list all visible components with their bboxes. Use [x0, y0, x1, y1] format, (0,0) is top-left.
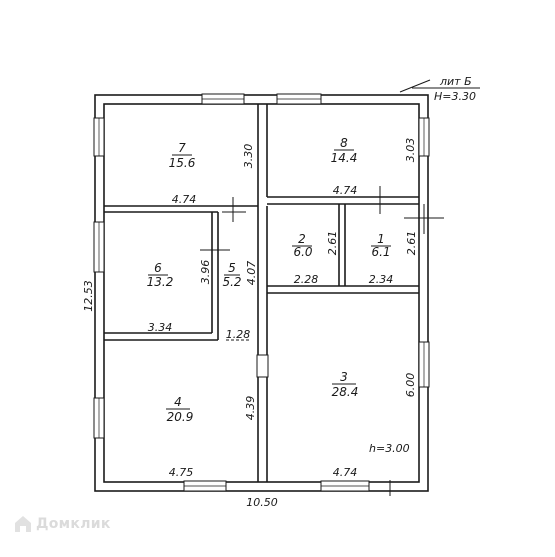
- room-1-number: 1: [377, 232, 385, 246]
- domclick-logo-text: Домклик: [36, 516, 111, 532]
- dim-r2-height: 2.61: [326, 231, 339, 256]
- room-4-number: 4: [174, 395, 182, 409]
- room-7-number: 7: [178, 141, 186, 155]
- dim-r3-width: 4.74: [333, 466, 358, 479]
- room-5-area: 5.2: [222, 275, 241, 289]
- dim-r3-height: 6.00: [404, 373, 417, 398]
- room-5-number: 5: [228, 261, 236, 275]
- dim-total-width: 10.50: [246, 496, 278, 509]
- section-markers: [200, 186, 444, 496]
- dim-r8-width: 4.74: [333, 184, 358, 197]
- header-leader-line: [399, 79, 431, 93]
- header-block: лит Б Н=3.30: [399, 75, 480, 103]
- room-8-number: 8: [340, 136, 348, 150]
- window-glazing: [98, 98, 425, 487]
- room-4-area: 20.9: [167, 410, 194, 424]
- room-1-area: 6.1: [371, 245, 390, 259]
- room-6-area: 13.2: [147, 275, 174, 289]
- room-labels: 7 15.6 8 14.4 6 13.2 5 5.2 2 6.0 1 6.1 4…: [147, 136, 391, 424]
- ceiling-height-label: h=3.00: [369, 442, 410, 455]
- door-hall-4-3: [256, 354, 269, 378]
- dim-total-height: 12.53: [82, 280, 95, 312]
- dim-r6-height: 3.96: [199, 260, 212, 285]
- interior-walls: [104, 104, 419, 482]
- dim-r4-height: 4.39: [244, 396, 257, 421]
- dim-r7-height: 3.30: [242, 144, 255, 169]
- room-6-number: 6: [154, 261, 162, 275]
- outer-wall-line: [94, 94, 429, 492]
- dim-r1-height: 2.61: [405, 231, 418, 256]
- dim-r5-height: 4.07: [245, 261, 258, 286]
- doors: [256, 354, 269, 378]
- dim-r6-width: 3.34: [148, 321, 173, 334]
- dim-r8-height: 3.03: [404, 138, 417, 163]
- room-3-area: 28.4: [332, 385, 359, 399]
- domclick-logo-icon: [15, 516, 31, 532]
- domclick-watermark: Домклик: [14, 513, 111, 535]
- room-7-area: 15.6: [169, 156, 196, 170]
- dim-r5-width: 1.28: [226, 328, 251, 341]
- dim-r7-width: 4.74: [172, 193, 197, 206]
- dimension-labels: 4.74 3.30 4.74 3.03 3.34 3.96 1.28 4.07 …: [82, 138, 418, 509]
- room-3-number: 3: [340, 370, 348, 384]
- dim-r1-width: 2.34: [369, 273, 394, 286]
- room-8-area: 14.4: [331, 151, 358, 165]
- room-2-area: 6.0: [293, 245, 312, 259]
- dim-r4-width: 4.75: [169, 466, 194, 479]
- room-2-number: 2: [298, 232, 306, 246]
- height-label: Н=3.30: [434, 90, 476, 103]
- litera-label: лит Б: [439, 75, 472, 88]
- dim-r2-width: 2.28: [294, 273, 319, 286]
